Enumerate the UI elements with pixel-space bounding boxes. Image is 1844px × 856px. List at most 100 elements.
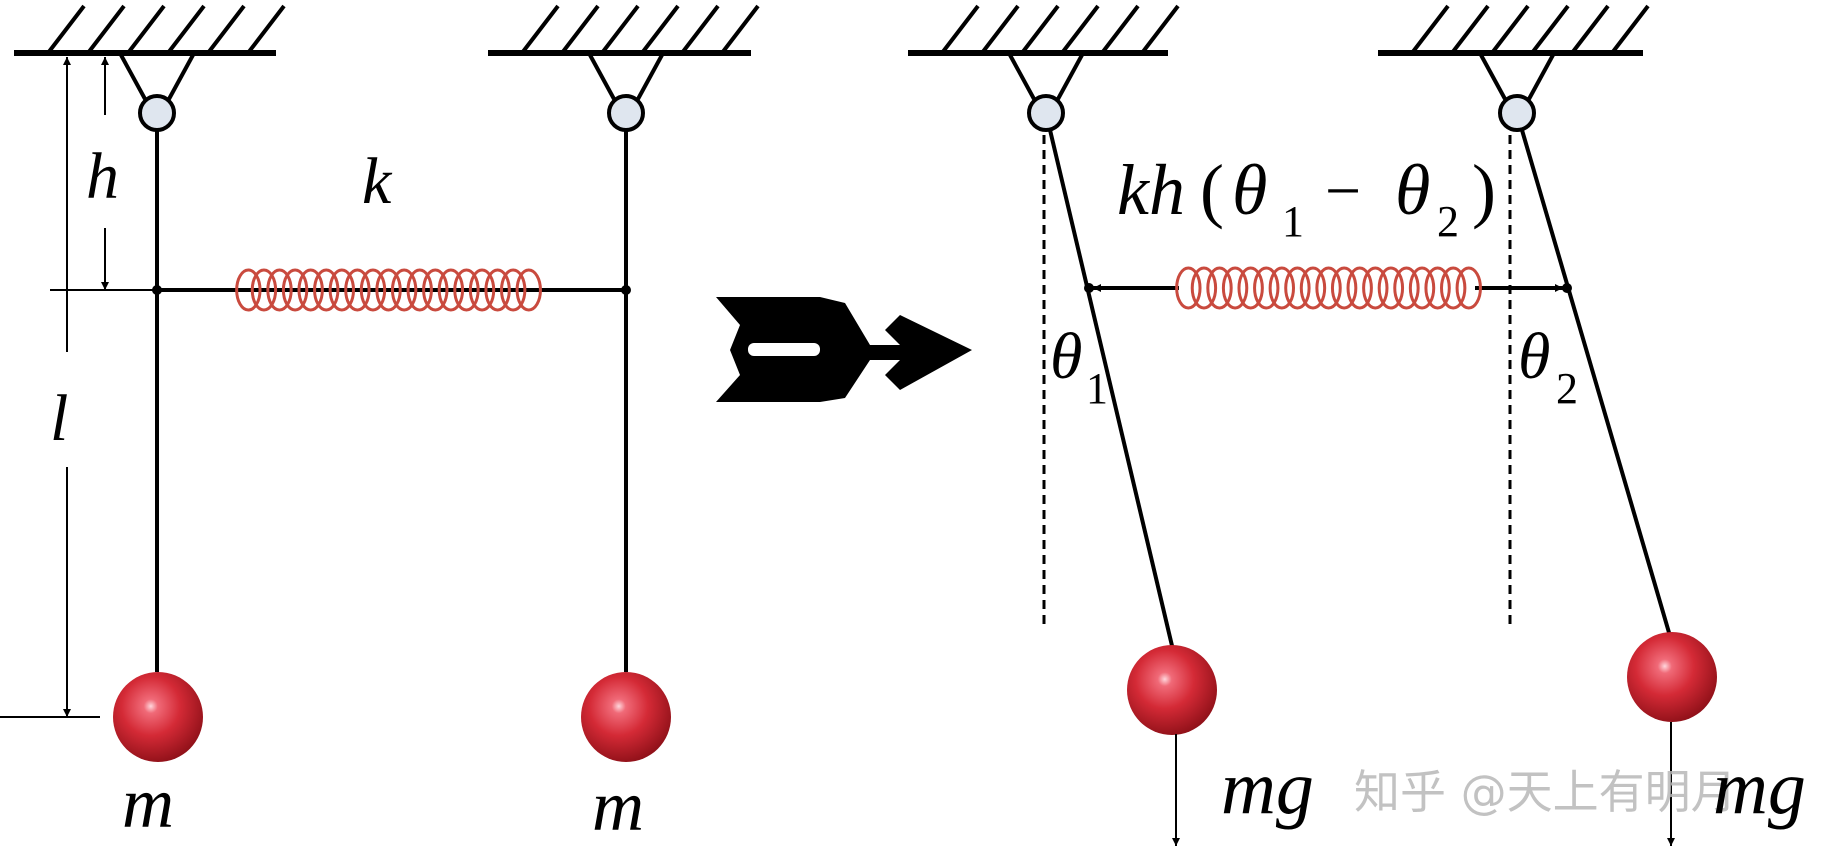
spring-coil bbox=[1221, 266, 1249, 310]
pivot-1-bracket bbox=[119, 54, 147, 100]
force-paren-close: ) bbox=[1472, 150, 1496, 230]
pivot-3-bracket bbox=[1008, 54, 1036, 100]
spring-coil bbox=[1175, 266, 1202, 310]
spring-coil bbox=[1268, 266, 1296, 310]
spring-coil bbox=[484, 268, 511, 312]
ceiling-3-hatch bbox=[1100, 4, 1140, 55]
spring-coil bbox=[1393, 266, 1420, 310]
spring-coil bbox=[359, 268, 387, 312]
spring-coil bbox=[390, 268, 418, 312]
force-paren-open: ( bbox=[1200, 150, 1224, 230]
ceiling-1-hatch bbox=[46, 4, 86, 55]
ceiling-3-hatch bbox=[1140, 4, 1180, 55]
label-m-left: m bbox=[122, 763, 174, 843]
spring-coil bbox=[1190, 266, 1218, 310]
ceiling-3-hatch bbox=[940, 4, 980, 55]
pivot-4-bracket bbox=[1479, 54, 1507, 100]
pivot-4-circle bbox=[1498, 94, 1536, 132]
label-m-right: m bbox=[592, 766, 644, 846]
theta2-subscript: 2 bbox=[1556, 364, 1578, 413]
spring-coil bbox=[250, 268, 278, 312]
ceiling-2-hatch bbox=[640, 4, 680, 55]
spring-coil bbox=[313, 268, 340, 312]
ball-3 bbox=[1127, 645, 1217, 735]
ceiling-2-hatch bbox=[680, 4, 720, 55]
spring-coil bbox=[1424, 266, 1451, 310]
force-minus: − bbox=[1325, 155, 1361, 226]
spring-coil bbox=[422, 268, 449, 312]
spring-coil bbox=[1237, 266, 1264, 310]
theta1-label: θ bbox=[1050, 320, 1082, 393]
ceiling-4-hatch bbox=[1610, 4, 1650, 55]
spring-coil bbox=[468, 268, 496, 312]
ceiling-3-hatch bbox=[1020, 4, 1060, 55]
ceiling-4-hatch bbox=[1450, 4, 1490, 55]
spring-coil bbox=[500, 268, 527, 312]
spring-coil bbox=[328, 268, 356, 312]
force-theta1: θ bbox=[1232, 150, 1267, 230]
spring-coil bbox=[1455, 266, 1482, 310]
spring-coil bbox=[1346, 266, 1373, 310]
label-k: k bbox=[362, 145, 393, 218]
force-sub1: 1 bbox=[1282, 197, 1304, 246]
joint-3 bbox=[1084, 283, 1094, 293]
ceiling-2-hatch bbox=[600, 4, 640, 55]
pivot-2-bracket bbox=[636, 54, 664, 100]
spring-coil bbox=[1206, 266, 1233, 310]
ball-2 bbox=[581, 672, 671, 762]
label-l: l bbox=[50, 382, 68, 455]
force-theta2: θ bbox=[1395, 150, 1430, 230]
ceiling-4-hatch bbox=[1570, 4, 1610, 55]
pivot-3-circle bbox=[1027, 94, 1065, 132]
ceiling-2-hatch bbox=[560, 4, 600, 55]
pivot-4-bracket bbox=[1527, 54, 1555, 100]
ceiling-4-hatch bbox=[1410, 4, 1450, 55]
ball-4 bbox=[1627, 632, 1717, 722]
joint-2 bbox=[621, 285, 631, 295]
pivot-2-circle bbox=[607, 94, 645, 132]
spring-coil bbox=[1330, 266, 1358, 310]
spring-coil bbox=[515, 268, 542, 312]
spring-coil bbox=[281, 268, 309, 312]
ceiling-1-hatch bbox=[126, 4, 166, 55]
ceiling-1-hatch bbox=[206, 4, 246, 55]
label-mg-left: mg bbox=[1221, 746, 1314, 830]
spring-coil bbox=[1253, 266, 1280, 310]
pivot-1-circle bbox=[138, 94, 176, 132]
ceiling-3-hatch bbox=[980, 4, 1020, 55]
label-h: h bbox=[86, 140, 119, 213]
ball-1 bbox=[113, 672, 203, 762]
spring-coil bbox=[235, 268, 262, 312]
spring-coil bbox=[1299, 266, 1327, 310]
rod-4 bbox=[1515, 112, 1672, 637]
spring-coil bbox=[1377, 266, 1405, 310]
spring-coil bbox=[453, 268, 480, 312]
spring-coil bbox=[375, 268, 402, 312]
ceiling-4-hatch bbox=[1530, 4, 1570, 55]
ceiling-2-hatch bbox=[520, 4, 560, 55]
force-sub2: 2 bbox=[1437, 197, 1459, 246]
spring-coil bbox=[1440, 266, 1467, 310]
watermark: 知乎 @天上有明月 bbox=[1354, 765, 1737, 819]
pivot-2-bracket bbox=[588, 54, 616, 100]
ceiling-3-hatch bbox=[1060, 4, 1100, 55]
ceiling-1-hatch bbox=[166, 4, 206, 55]
transition-arrow-slot bbox=[748, 343, 820, 356]
label-mg-right: mg bbox=[1713, 746, 1806, 830]
spring-left bbox=[235, 268, 542, 312]
ceiling-4-hatch bbox=[1490, 4, 1530, 55]
spring-coil bbox=[437, 268, 465, 312]
transition-arrow bbox=[716, 297, 972, 402]
force-kh: kh bbox=[1117, 150, 1185, 230]
pivot-1-bracket bbox=[167, 54, 195, 100]
spring-coil bbox=[406, 268, 433, 312]
spring-coil bbox=[1284, 266, 1311, 310]
ceiling-2-hatch bbox=[720, 4, 760, 55]
theta1-subscript: 1 bbox=[1086, 364, 1108, 413]
spring-coil bbox=[344, 268, 371, 312]
joint-4 bbox=[1562, 283, 1572, 293]
pivot-3-bracket bbox=[1056, 54, 1084, 100]
spring-force-label: kh ( θ 1 − θ 2 ) bbox=[1117, 150, 1496, 246]
